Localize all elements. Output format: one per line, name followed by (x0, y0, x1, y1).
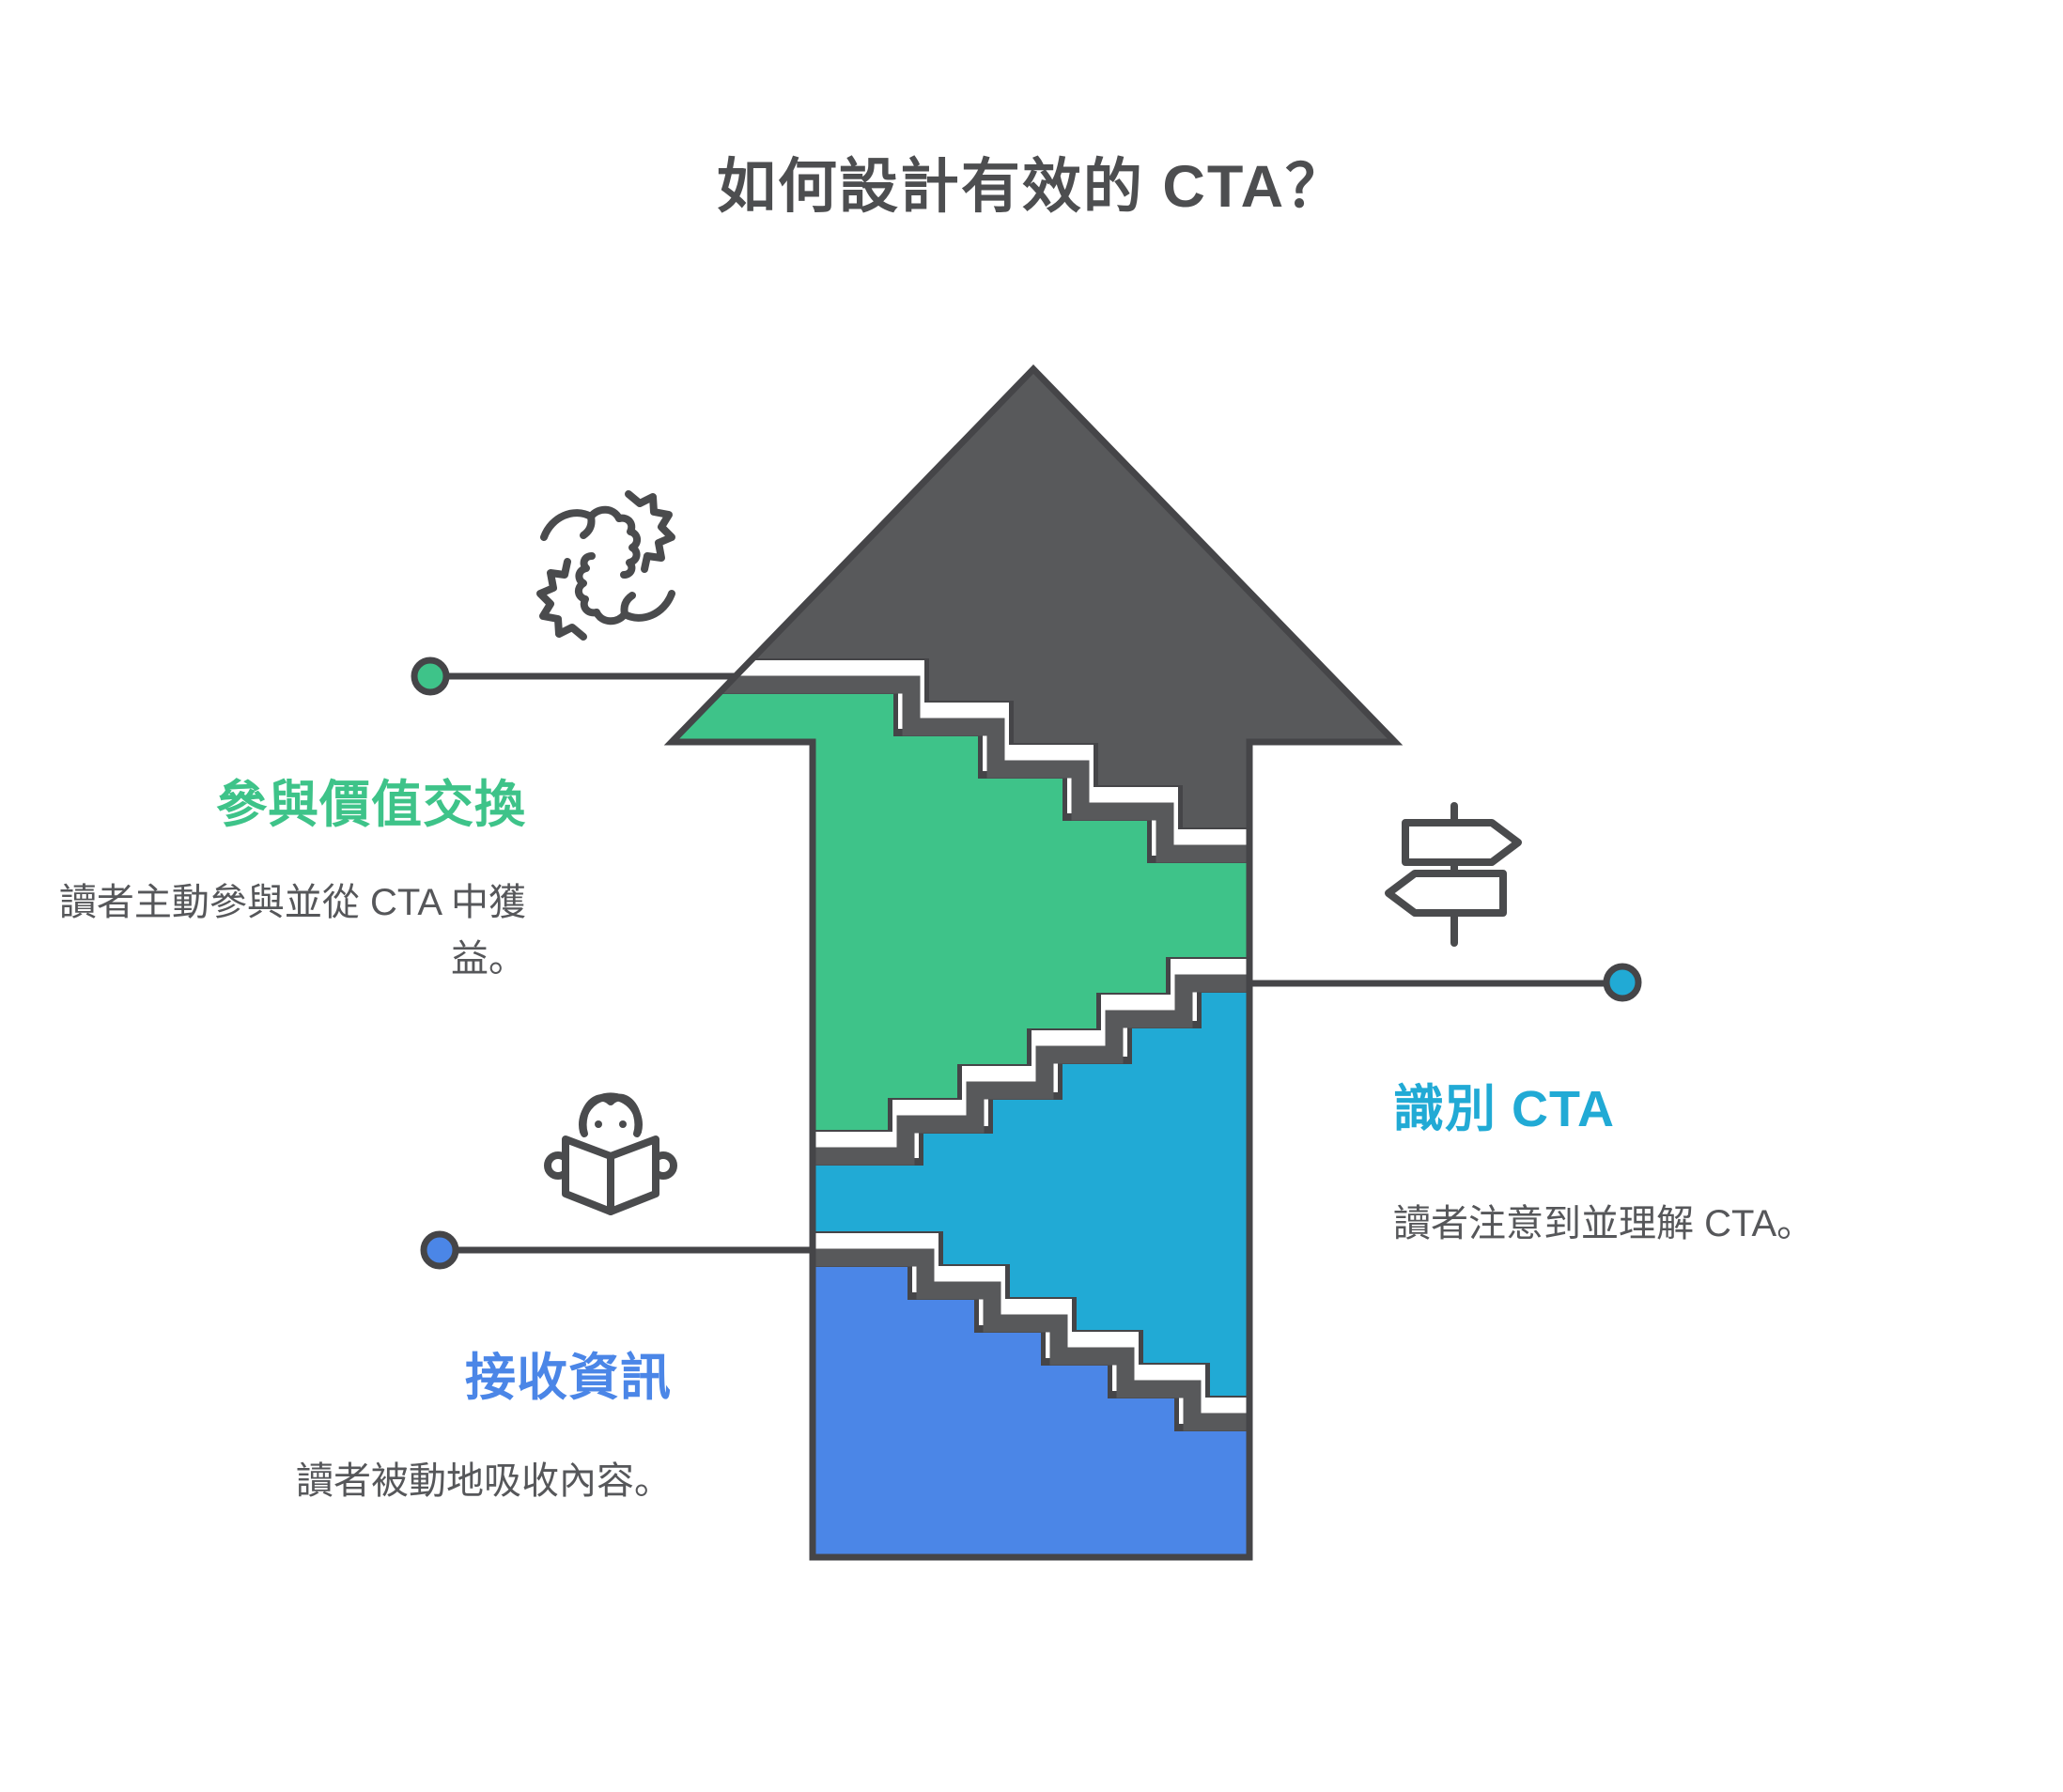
dot-receive (420, 1230, 459, 1270)
reading-person-icon (544, 1092, 677, 1215)
handshake-icon (536, 490, 675, 641)
dot-identify (1603, 963, 1642, 1002)
stage-region-identify (794, 975, 1296, 1414)
signpost-icon (1385, 802, 1522, 947)
stage-block-receive: 接收資訊 讀者被動地吸收內容。 (164, 1350, 672, 1509)
stage-desc-receive: 讀者被動地吸收內容。 (296, 1460, 672, 1503)
page-title: 如何設計有效的 CTA？ (716, 154, 1347, 220)
stage-label-identify: 識別 CTA (1393, 1081, 1615, 1137)
staircase-arrow (672, 369, 1395, 1557)
stage-block-exchange: 參與價值交換 讀者主動參與並從 CTA 中獲 益。 (56, 777, 526, 987)
stage-label-receive: 接收資訊 (465, 1350, 672, 1406)
stage-desc-identify: 讀者注意到並理解 CTA。 (1393, 1203, 1815, 1245)
stage-label-exchange: 參與價值交換 (216, 777, 526, 833)
stage-region-receive (794, 1249, 1296, 1557)
dot-exchange (411, 657, 450, 696)
stage-region-exchange (672, 676, 1296, 1148)
stage-block-identify: 識別 CTA 讀者注意到並理解 CTA。 (1393, 1081, 1938, 1252)
stage-desc-exchange: 讀者主動參與並從 CTA 中獲 益。 (58, 882, 526, 981)
arrow-outline (663, 363, 1404, 1561)
